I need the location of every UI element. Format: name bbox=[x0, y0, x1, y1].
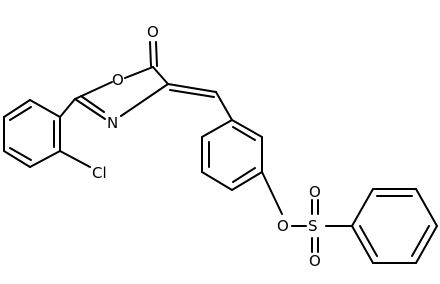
bond-c2-n3 bbox=[74, 98, 106, 120]
ring-a-inner-2 bbox=[9, 147, 32, 161]
ring-c-bond-1 bbox=[351, 188, 374, 227]
bond-c2-n3-double bbox=[80, 95, 105, 113]
ring-b-bond-1 bbox=[231, 119, 263, 138]
bond-c2-aryl bbox=[59, 98, 76, 118]
bond-c4-ch bbox=[167, 83, 217, 93]
ring-a-bond-1 bbox=[29, 99, 61, 118]
terminal-phenyl-ring bbox=[351, 188, 438, 264]
sulfonyl-group bbox=[291, 199, 353, 253]
central-phenylene-ring bbox=[201, 119, 283, 215]
bond-c4-ch-double bbox=[169, 89, 215, 98]
ring-b-bond-4 bbox=[201, 171, 233, 191]
bond-aryl-cl bbox=[59, 150, 91, 168]
ring-a-inner-1 bbox=[9, 106, 32, 121]
bond-aryl-o-ester bbox=[261, 171, 283, 215]
bond-c5-o1 bbox=[124, 66, 154, 79]
bond-c5-o-double-a bbox=[149, 41, 152, 67]
atom-labels: O O N Cl O S O O bbox=[92, 23, 321, 270]
ring-a-bond-5 bbox=[29, 150, 61, 168]
atom-chlorine: Cl bbox=[92, 164, 107, 182]
ring-c-inner-3 bbox=[359, 225, 378, 257]
ring-b-bond-6 bbox=[201, 119, 233, 138]
atom-sulfonyl-oxygen-bottom: O bbox=[309, 252, 321, 270]
bond-n3-c4 bbox=[120, 83, 169, 117]
atom-sulfur: S bbox=[308, 217, 318, 235]
chlorophenyl-ring bbox=[3, 98, 91, 168]
atom-sulfonyl-oxygen-top: O bbox=[309, 183, 321, 201]
ring-b-inner-1 bbox=[232, 126, 256, 141]
atom-ring-oxygen: O bbox=[112, 71, 124, 89]
atom-carbonyl-oxygen: O bbox=[147, 23, 159, 41]
oxazolone-ring bbox=[74, 41, 169, 120]
ring-a-bond-4 bbox=[3, 150, 31, 168]
bond-c5-o-double-b bbox=[155, 41, 158, 67]
bond-ch-aryl bbox=[215, 91, 233, 121]
bond-c4-c5 bbox=[152, 66, 169, 85]
ring-c-bond-4 bbox=[415, 225, 438, 264]
atom-ester-oxygen: O bbox=[277, 217, 289, 235]
ring-c-inner-2 bbox=[411, 225, 430, 257]
ring-c-bond-6 bbox=[351, 225, 374, 264]
ring-b-bond-3 bbox=[231, 171, 263, 191]
ring-b-inner-2 bbox=[232, 167, 256, 183]
ring-a-bond-2 bbox=[3, 99, 31, 118]
atom-ring-nitrogen: N bbox=[107, 114, 118, 132]
ring-c-bond-3 bbox=[415, 188, 438, 227]
exocyclic-methylidene bbox=[167, 83, 233, 121]
